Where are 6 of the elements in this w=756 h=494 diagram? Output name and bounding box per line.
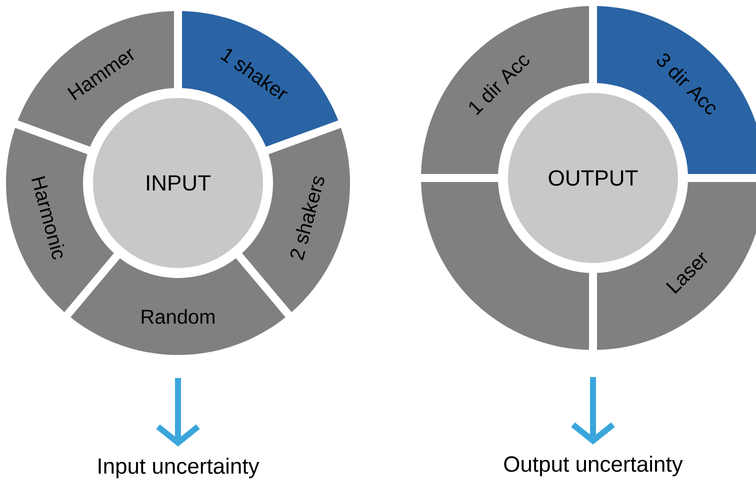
caption-text: Output uncertainty: [504, 456, 683, 476]
node-label: Harmonic: [32, 176, 64, 260]
ring-segment: 2 shakers: [242, 128, 350, 312]
ring-segment: Harmonic: [6, 128, 114, 312]
caption-text: Input uncertainty: [98, 458, 260, 478]
ring-segment: Random: [70, 258, 286, 355]
